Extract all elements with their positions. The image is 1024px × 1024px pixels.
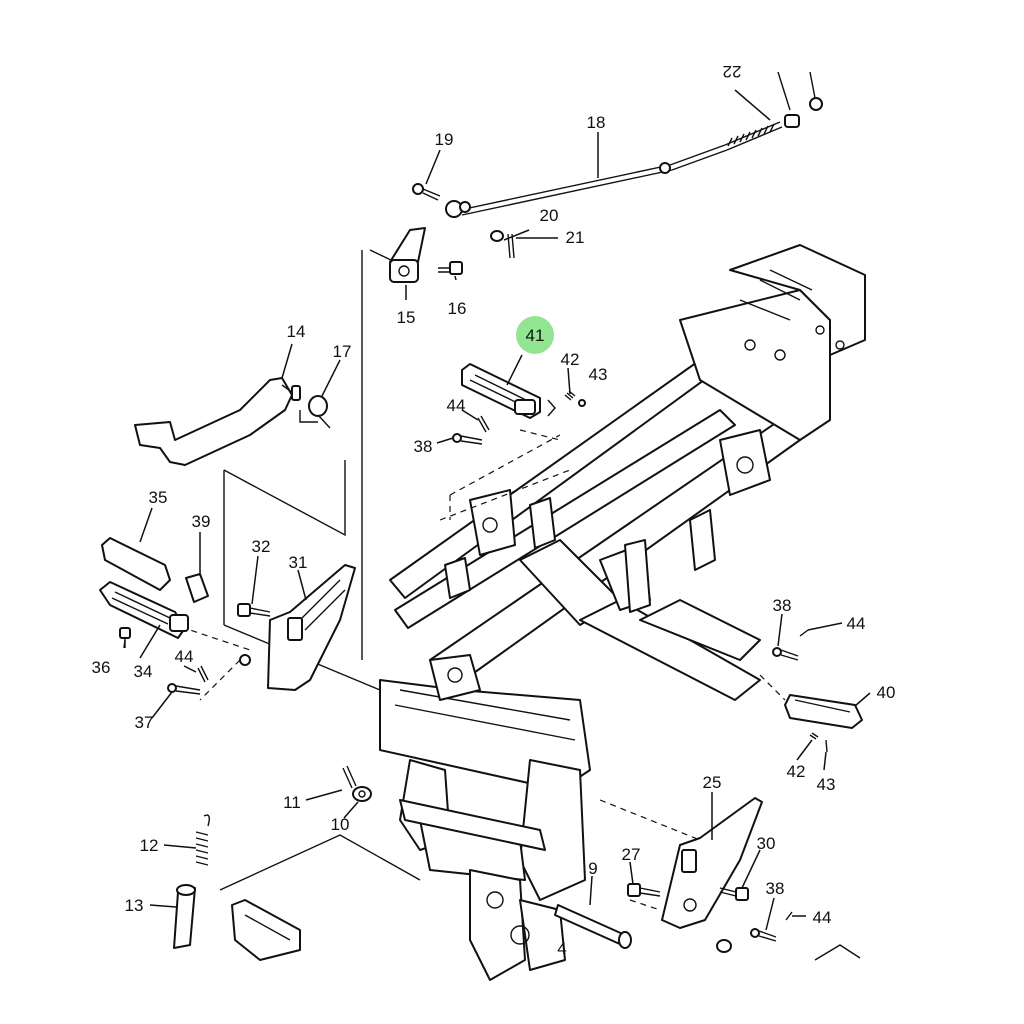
callout-17: 17 [333,342,352,361]
pin-44a [477,415,490,433]
callout-41: 41 [526,326,545,345]
pivot-shaft-9 [554,904,632,949]
callout-18: 18 [587,113,606,132]
callout-20: 20 [540,206,559,225]
bolt-30 [719,887,749,901]
bolt-32 [237,603,271,617]
callout-labels: 22 18 19 20 21 16 15 14 17 41 42 43 44 3… [92,62,896,958]
bolt-27 [627,883,661,897]
callout-11: 11 [283,793,301,812]
pin-44c [799,629,809,637]
pin-11 [342,765,357,789]
pin-44d [785,911,793,921]
callout-25: 25 [703,773,722,792]
callout-42-top: 42 [561,350,580,369]
callout-44-right: 44 [847,614,866,633]
footrest-40 [784,694,863,729]
footpeg-rubber-35 [101,537,171,591]
washer-small [239,654,251,666]
callout-12: 12 [140,836,159,855]
spring-12 [195,814,211,866]
callout-30: 30 [757,834,776,853]
callout-44-bottom: 44 [813,908,832,927]
bolt-38b [772,647,799,661]
stand-plate [231,899,301,961]
callout-31: 31 [289,553,308,572]
callout-39: 39 [192,512,211,531]
footpeg-34 [99,581,189,639]
callout-38-top: 38 [414,437,433,456]
callout-42-right: 42 [787,762,806,781]
washer-10 [352,786,372,802]
bolt-37 [167,683,201,695]
callout-14: 14 [287,322,306,341]
spring-part-22 [724,71,823,151]
callout-10: 10 [331,815,350,834]
collar-13 [173,884,196,949]
bracket-25 [661,797,763,929]
leader-lines [123,89,871,931]
spring-17 [299,395,331,429]
callout-21: 21 [566,228,585,247]
pin-43a [578,399,586,407]
arm-15 [389,227,426,283]
callout-44-left: 44 [175,647,194,666]
main-frame [379,244,866,981]
corner-fragment [814,944,861,961]
callout-44-top: 44 [447,396,466,415]
callout-43-right: 43 [817,775,836,794]
callout-36: 36 [92,658,111,677]
bolt-38a [452,433,483,445]
pin-44b [197,665,209,683]
callout-16: 16 [448,299,467,318]
bolt-19 [412,183,441,201]
callout-27: 27 [622,845,641,864]
washer-lower [716,939,732,953]
callout-35: 35 [149,488,168,507]
callout-32: 32 [252,537,271,556]
brake-pedal-14 [134,377,301,466]
callout-43-top: 43 [589,365,608,384]
callout-22: 22 [723,62,742,81]
washer-20 [490,230,504,242]
callout-37: 37 [135,713,154,732]
callout-40: 40 [877,683,896,702]
callout-13: 13 [125,896,144,915]
pin-43b [825,739,828,753]
clip-39 [185,573,209,603]
callout-4: 4 [557,939,566,958]
callout-19: 19 [435,130,454,149]
spring-42b [809,732,819,740]
callout-38-right: 38 [773,596,792,615]
part-41-highlight [516,316,554,354]
bolt-16 [438,261,463,275]
callout-9: 9 [588,859,597,878]
footrest-41 [461,363,556,419]
callout-34: 34 [134,662,153,681]
bracket-31 [267,564,356,691]
callout-15: 15 [397,308,416,327]
brake-rod-18 [445,144,728,218]
bolt-38c [750,928,777,942]
callout-38-bottom: 38 [766,879,785,898]
